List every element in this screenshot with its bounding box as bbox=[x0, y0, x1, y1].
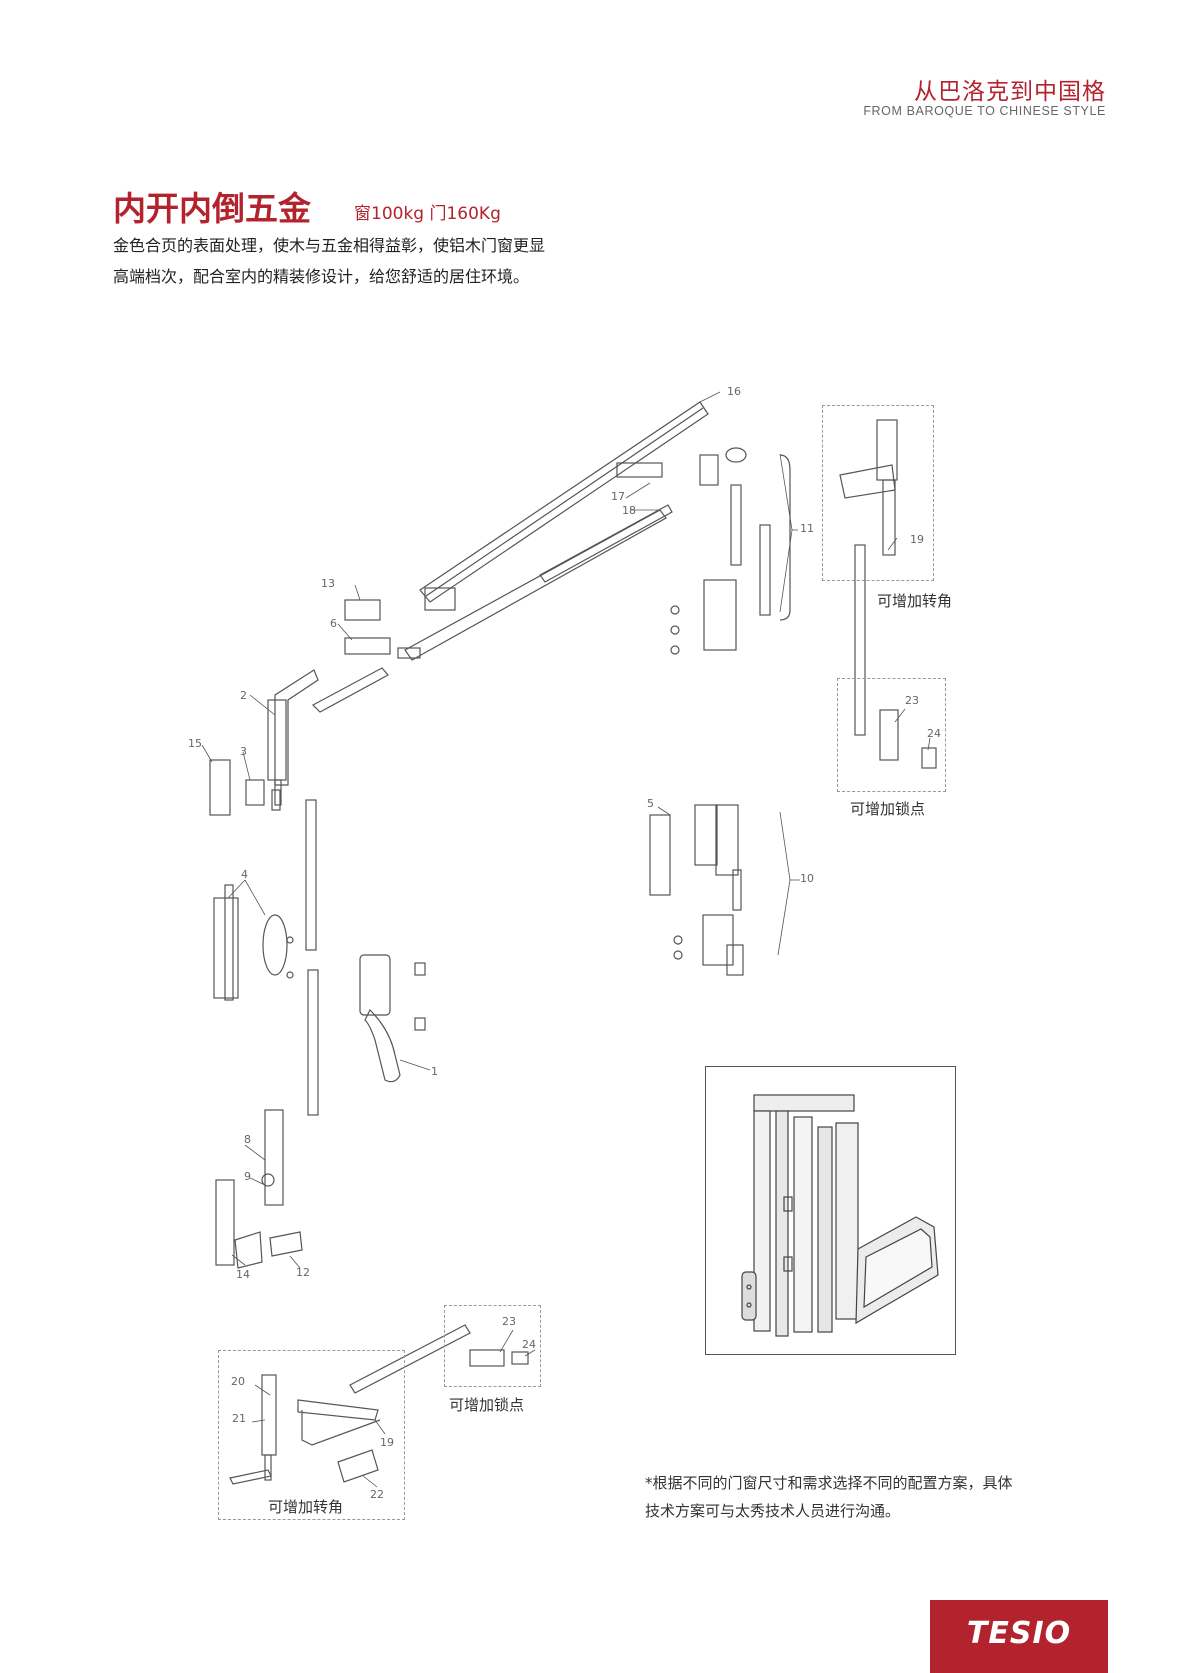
caption-add-lock-bottom: 可增加锁点 bbox=[449, 1396, 525, 1414]
leader-lines bbox=[201, 391, 931, 1488]
part-number: 24 bbox=[522, 1338, 536, 1351]
part-number: 23 bbox=[905, 694, 919, 707]
part-number: 9 bbox=[244, 1170, 251, 1183]
bottom-corner-group bbox=[229, 1374, 381, 1485]
parts-14-12 bbox=[215, 1179, 303, 1269]
description-line-2: 高端档次，配合室内的精装修设计，给您舒适的居住环境。 bbox=[113, 267, 530, 286]
part-number: 12 bbox=[296, 1266, 310, 1279]
part-number: 17 bbox=[611, 490, 625, 503]
window-handle-1 bbox=[359, 954, 426, 1083]
part-number: 14 bbox=[236, 1268, 250, 1281]
configuration-note-line-2: 技术方案可与太秀技术人员进行沟通。 bbox=[645, 1502, 901, 1520]
description-line-1: 金色合页的表面处理，使木与五金相得益彰，使铝木门窗更显 bbox=[113, 236, 546, 255]
part-number: 24 bbox=[927, 727, 941, 740]
part-number: 19 bbox=[910, 533, 924, 546]
bottom-lock-strip bbox=[349, 1324, 529, 1394]
part-number: 21 bbox=[232, 1412, 246, 1425]
part-number: 16 bbox=[727, 385, 741, 398]
part-number: 23 bbox=[502, 1315, 516, 1328]
part-number: 6 bbox=[330, 617, 337, 630]
product-profile-picture bbox=[705, 1066, 956, 1355]
part-number: 19 bbox=[380, 1436, 394, 1449]
optional-corner-box-bottom bbox=[218, 1350, 405, 1520]
optional-lock-box-right bbox=[837, 678, 946, 792]
part-number: 5 bbox=[647, 797, 654, 810]
parts-15-3 bbox=[209, 759, 281, 816]
part-number: 13 bbox=[321, 577, 335, 590]
top-hinge bbox=[670, 447, 791, 655]
part-number: 1 bbox=[431, 1065, 438, 1078]
load-capacity: 窗100kg 门160Kg bbox=[354, 204, 501, 224]
parts-13-6 bbox=[312, 599, 391, 713]
part-number: 8 bbox=[244, 1133, 251, 1146]
top-stay-arm bbox=[397, 401, 709, 661]
lock-part-4 bbox=[213, 884, 294, 1001]
brand-slogan-cn: 从巴洛克到中国格 bbox=[914, 79, 1106, 105]
part-number: 10 bbox=[800, 872, 814, 885]
configuration-note-line-1: *根据不同的门窗尺寸和需求选择不同的配置方案，具体 bbox=[645, 1474, 1013, 1492]
part-number: 22 bbox=[370, 1488, 384, 1501]
lock-point-23-24 bbox=[879, 709, 937, 769]
brand-slogan-en: FROM BAROQUE TO CHINESE STYLE bbox=[863, 104, 1106, 118]
part-number: 3 bbox=[240, 745, 247, 758]
vertical-drive-bars bbox=[305, 799, 319, 1116]
corner-drive-19 bbox=[839, 419, 898, 736]
part-number: 11 bbox=[800, 522, 814, 535]
caption-add-corner-top: 可增加转角 bbox=[877, 592, 953, 610]
bottom-hinge-10 bbox=[649, 804, 744, 976]
part-number: 20 bbox=[231, 1375, 245, 1388]
section-title: 内开内倒五金 bbox=[113, 189, 311, 228]
part-number: 2 bbox=[240, 689, 247, 702]
caption-add-lock-right: 可增加锁点 bbox=[850, 800, 926, 818]
tesio-logo: TESIO bbox=[930, 1600, 1108, 1673]
part-number: 4 bbox=[241, 868, 248, 881]
parts-8-9 bbox=[261, 1109, 284, 1206]
corner-drive-2 bbox=[267, 669, 319, 806]
part-number: 15 bbox=[188, 737, 202, 750]
optional-corner-box-top bbox=[822, 405, 934, 581]
optional-lock-box-bottom bbox=[444, 1305, 541, 1387]
caption-add-corner-bottom: 可增加转角 bbox=[268, 1498, 344, 1516]
part-number: 18 bbox=[622, 504, 636, 517]
logo-wordmark: TESIO bbox=[966, 1616, 1072, 1651]
